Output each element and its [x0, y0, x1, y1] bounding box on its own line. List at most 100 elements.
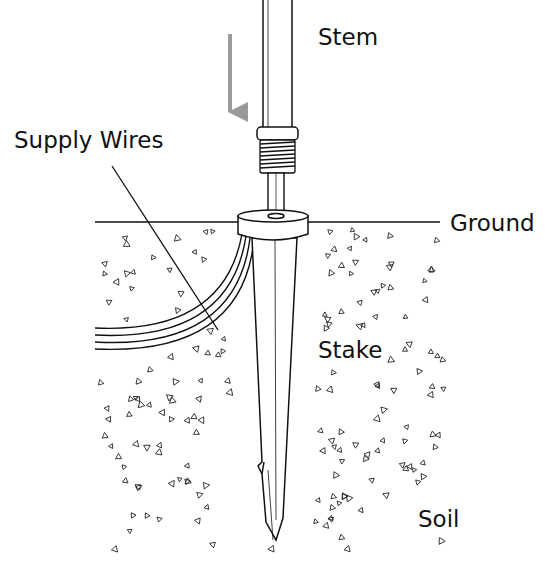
- soil-grain: [173, 379, 179, 386]
- soil-grain: [332, 370, 337, 375]
- soil-grain: [198, 417, 204, 424]
- label-text: Supply Wires: [14, 127, 163, 153]
- soil-grain: [167, 268, 172, 273]
- soil-grain: [326, 386, 332, 393]
- part-label: Supply Wires: [14, 127, 163, 153]
- soil-grain: [168, 354, 174, 360]
- soil-grain: [127, 529, 132, 533]
- soil-grain: [133, 397, 138, 401]
- soil-grain: [332, 445, 337, 450]
- part-label: Soil: [418, 506, 459, 532]
- soil-grain: [403, 314, 408, 318]
- soil-grain: [428, 349, 433, 354]
- soil-grain: [369, 478, 374, 483]
- soil-grain: [152, 255, 157, 260]
- soil-grain: [340, 459, 345, 464]
- soil-grain: [358, 507, 363, 512]
- soil-grain: [439, 538, 445, 545]
- label-text: Stake: [318, 337, 382, 363]
- soil-grain: [106, 416, 111, 422]
- soil-grain: [339, 309, 344, 314]
- soil-grain: [339, 429, 344, 435]
- soil-grain: [406, 342, 412, 348]
- soil-grain: [331, 246, 337, 252]
- thread-line: [260, 154, 295, 156]
- soil-grain: [122, 236, 127, 241]
- soil-grain: [176, 308, 182, 314]
- soil-grain: [136, 378, 142, 384]
- soil-grain: [404, 425, 409, 430]
- thread-line: [260, 158, 295, 160]
- soil-grain: [325, 317, 331, 323]
- soil-grain: [210, 542, 216, 548]
- soil-grain: [322, 312, 327, 316]
- soil-grain: [386, 265, 393, 271]
- soil-grain: [399, 463, 405, 469]
- soil-texture: [98, 228, 445, 552]
- stem-tube: [257, 0, 298, 140]
- soil-grain: [433, 444, 438, 450]
- soil-grain: [198, 378, 202, 383]
- soil-grain: [203, 230, 208, 235]
- soil-grain: [330, 505, 336, 511]
- soil-grain: [268, 545, 274, 552]
- soil-grain: [184, 417, 189, 423]
- soil-grain: [221, 336, 225, 341]
- soil-grain: [373, 314, 378, 319]
- soil-grain: [216, 352, 221, 357]
- soil-grain: [109, 444, 113, 449]
- soil-grain: [122, 478, 128, 483]
- soil-grain: [111, 546, 117, 552]
- soil-grain: [102, 261, 108, 267]
- soil-grain: [211, 229, 215, 234]
- soil-grain: [127, 411, 133, 416]
- soil-grain: [318, 428, 323, 433]
- soil-grain: [192, 250, 196, 255]
- soil-grain: [191, 413, 197, 418]
- soil-grain: [328, 230, 333, 235]
- soil-grain: [328, 438, 334, 444]
- screw-thread: [260, 140, 295, 173]
- soil-grain: [123, 241, 130, 247]
- soil-grain: [328, 517, 333, 522]
- soil-grain: [159, 409, 165, 416]
- soil-grain: [403, 439, 408, 444]
- soil-grain: [205, 350, 211, 355]
- soil-grain: [116, 453, 122, 458]
- soil-grain: [416, 480, 421, 485]
- part-label: Stem: [318, 24, 378, 50]
- soil-grain: [202, 257, 207, 262]
- soil-grain: [193, 346, 199, 353]
- soil-grain: [353, 260, 359, 265]
- direction-arrow: [228, 34, 232, 112]
- soil-grain: [178, 478, 183, 482]
- soil-grain: [185, 463, 190, 468]
- soil-grain: [423, 278, 427, 282]
- soil-grain: [354, 233, 360, 240]
- soil-grain: [403, 347, 408, 351]
- leader-line: [112, 166, 218, 330]
- soil-grain: [350, 228, 355, 232]
- soil-grain: [131, 513, 136, 518]
- soil-grain: [441, 387, 446, 392]
- soil-grain: [316, 386, 321, 392]
- thread-line: [260, 146, 295, 148]
- soil-grain: [344, 546, 350, 552]
- soil-grain: [380, 438, 385, 443]
- soil-grain: [226, 389, 233, 396]
- soil-grain: [329, 270, 335, 276]
- soil-grain: [361, 323, 365, 328]
- soil-grain: [428, 266, 434, 272]
- soil-grain: [334, 472, 340, 479]
- soil-grain: [185, 478, 191, 484]
- soil-grain: [434, 237, 439, 242]
- soil-grain: [155, 449, 162, 455]
- soil-grain: [430, 431, 436, 437]
- supply-wires: [95, 234, 254, 349]
- soil-grain: [146, 402, 151, 407]
- soil-grain: [422, 297, 428, 303]
- soil-grain: [113, 279, 119, 286]
- soil-grain: [375, 448, 380, 453]
- soil-grain: [204, 504, 209, 509]
